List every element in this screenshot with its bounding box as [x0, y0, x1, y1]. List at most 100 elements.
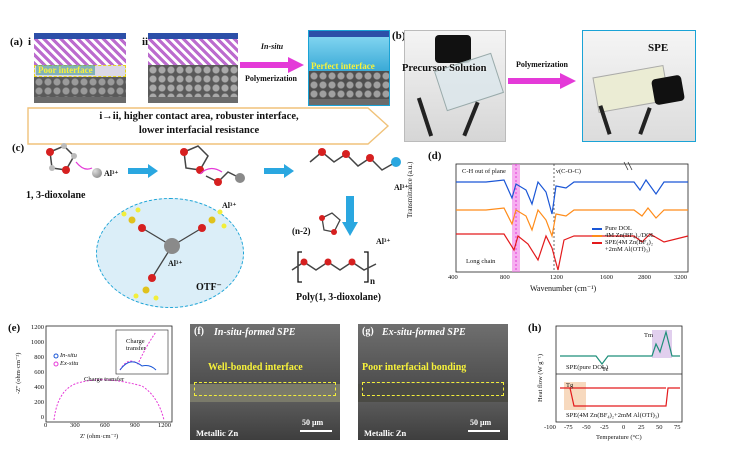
ftir-xtick-3200: 3200: [674, 274, 687, 281]
eis-xlabel: Z' (ohm·cm⁻²): [80, 433, 119, 440]
schematic-perfect: Perfect interface: [308, 30, 390, 106]
eis-ytick-1200: 1200: [31, 324, 44, 331]
sem-f-interface: Well-bonded interface: [208, 362, 303, 373]
panel-g-label: (g): [362, 326, 374, 337]
al-ion-1: [92, 168, 102, 178]
dsc-xtick-m50: -50: [582, 424, 591, 431]
sem-f: [190, 324, 340, 440]
ftir-coc-label: ν(C-O-C): [556, 168, 581, 175]
eis-xtick-600: 600: [100, 422, 110, 429]
legend-spe-line2: +2mM Al(OTf)₃): [605, 246, 651, 253]
dsc-tm: Tm: [644, 332, 654, 339]
ring-opening-molecule: [180, 145, 245, 186]
dsc-xtick-m25: -25: [600, 424, 609, 431]
dsc-xtick-0: 0: [622, 424, 626, 431]
eis-xticks: 0 300 600 900 1200: [44, 422, 174, 432]
polymer-n-label: n: [370, 276, 376, 286]
poor-interface-label: Poor interface: [36, 65, 95, 75]
precursor-photo: [404, 30, 506, 142]
arrow-c2: [264, 164, 294, 178]
panel-a-ii-label: ii: [142, 36, 149, 48]
sem-f-metal: Metallic Zn: [196, 428, 239, 438]
panel-h-label: (h): [528, 322, 542, 334]
dsc-xlabel: Temperature (°C): [596, 434, 642, 441]
ftir-xtick-1200: 1200: [550, 274, 563, 281]
panel-b-label: (b): [392, 30, 406, 42]
panel-d-label: (d): [428, 150, 442, 162]
panel-a-caption-line1: i→ii, higher contact area, robuster inte…: [99, 111, 299, 122]
eis-legend-insitu: In-situ: [60, 352, 77, 359]
dsc-xtick-50: 50: [656, 424, 663, 431]
spe-label-b: SPE: [648, 42, 669, 54]
otf-label: OTF⁻: [196, 282, 222, 293]
sem-g-interface: Poor interfacial bonding: [362, 362, 467, 373]
chain-molecule: [309, 148, 401, 171]
spe-photo: [582, 30, 696, 142]
in-situ-label: In-situ: [260, 42, 284, 51]
panel-f-label: (f): [194, 326, 204, 337]
dsc-tc: Tc: [602, 366, 609, 373]
dioxolane-label: 1, 3-dioxolane: [26, 190, 86, 201]
dsc-curve1: SPE(pure DOL): [566, 364, 609, 371]
dsc-curve2: SPE(4M Zn(BF₄)₂+2mM Al(OTf)₃): [566, 412, 660, 419]
dsc-xticks: -100 -75 -50 -25 0 25 50 75: [544, 424, 694, 434]
eis-ytick-200: 200: [34, 399, 44, 406]
schematic-ii: [148, 33, 238, 103]
ftir-xticks: 400 800 1200 1600 2800 3200: [448, 274, 696, 284]
panel-e-label: (e): [8, 322, 21, 334]
dsc-xtick-75: 75: [674, 424, 681, 431]
precursor-label: Precursor Solution: [402, 63, 487, 74]
al-label-center: Al³⁺: [168, 259, 183, 268]
eis-xtick-900: 900: [130, 422, 140, 429]
dioxolane-molecule: [46, 143, 93, 174]
ftir-long-chain-label: Long chain: [466, 258, 496, 265]
polymer-structure: [291, 251, 377, 283]
otf-structure: [121, 207, 227, 301]
n-minus-2-label: (n-2): [292, 226, 311, 236]
sem-g: [358, 324, 508, 440]
al-label-1: Al³⁺: [104, 169, 119, 178]
legend-pure-dol: Pure DOL: [605, 225, 632, 232]
arrow-c1: [128, 164, 158, 178]
legend-spe: SPE(4M Zn(BF₄)₂: [605, 239, 654, 246]
sem-g-metal: Metallic Zn: [364, 428, 407, 438]
panel-c-label: (c): [12, 142, 25, 154]
eis-xtick-300: 300: [70, 422, 80, 429]
eis-charge-transfer: Charge transfer: [84, 376, 125, 383]
al-label-2: Al³⁺: [222, 201, 237, 210]
polymerization-label-a: Polymerization: [245, 74, 297, 83]
polymer-label: Poly(1, 3-dioxolane): [296, 292, 381, 303]
ftir-xlabel: Wavenumber (cm⁻¹): [530, 284, 597, 293]
sem-g-scalebar: [468, 430, 500, 432]
in-situ-arrow: [240, 57, 304, 78]
eis-ytick-600: 600: [34, 369, 44, 376]
eis-ytick-800: 800: [34, 354, 44, 361]
eis-ytick-1000: 1000: [31, 339, 44, 346]
dsc-plot: [555, 325, 683, 423]
eis-plot: [45, 325, 173, 423]
ftir-ch-label: C-H out of plane: [462, 168, 506, 175]
polymerization-label-b: Polymerization: [516, 60, 568, 69]
dsc-xtick-m75: -75: [564, 424, 573, 431]
panel-a-label: (a): [10, 36, 23, 48]
ftir-xtick-2800: 2800: [638, 274, 651, 281]
ftir-legend: Pure DOL 4M Zn(BF₄)₂/DOL SPE(4M Zn(BF₄)₂…: [592, 225, 655, 253]
perfect-interface-label: Perfect interface: [311, 61, 375, 71]
eis-ytick-400: 400: [34, 384, 44, 391]
eis-yticks: 1200 1000 800 600 400 200 0: [24, 324, 44, 421]
al-label-4: Al³⁺: [376, 237, 391, 246]
ftir-xtick-800: 800: [500, 274, 510, 281]
panel-a-caption-box: [27, 107, 390, 149]
sem-f-scalebar: [300, 430, 332, 432]
ftir-xtick-400: 400: [448, 274, 458, 281]
ftir-plot: [455, 161, 689, 273]
ftir-ylabel: Transmittance (a.u.): [406, 161, 414, 218]
legend-zn-dol: 4M Zn(BF₄)₂/DOL: [605, 232, 655, 239]
panel-a-caption-line2: lower interfacial resistance: [138, 125, 260, 136]
schematic-i: Poor interface: [34, 33, 126, 103]
eis-xtick-1200: 1200: [158, 422, 171, 429]
sem-f-scale: 50 μm: [302, 418, 324, 427]
al-label-3: Al³⁺: [394, 183, 409, 192]
dsc-xtick-25: 25: [638, 424, 645, 431]
eis-inset-label: Charge transfer: [126, 338, 146, 352]
